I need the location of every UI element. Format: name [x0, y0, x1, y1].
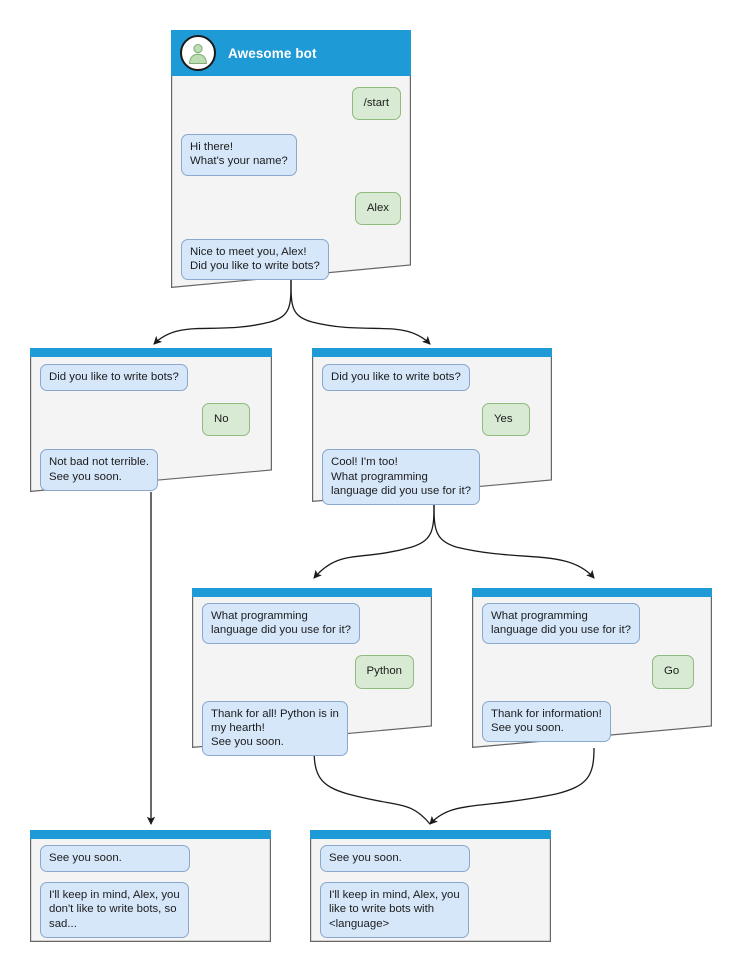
edge-go-to-end: [429, 747, 595, 825]
bot-message-bubble[interactable]: What programming language did you use fo…: [202, 603, 360, 645]
message-row: Go: [482, 655, 702, 689]
node-titlebar: [30, 348, 272, 357]
chat-node-root[interactable]: Awesome bot /start Hi there! What's your…: [171, 30, 411, 288]
message-row: See you soon.: [40, 845, 261, 873]
bot-message-bubble[interactable]: I'll keep in mind, Alex, you don't like …: [40, 882, 189, 938]
chat-body: What programming language did you use fo…: [192, 597, 432, 766]
bot-message-bubble[interactable]: Cool! I'm too! What programming language…: [322, 449, 480, 506]
user-message-bubble[interactable]: /start: [351, 87, 401, 121]
message-row: Alex: [181, 191, 401, 225]
message-row: I'll keep in mind, Alex, you don't like …: [40, 882, 261, 938]
user-message-bubble[interactable]: Alex: [354, 191, 401, 225]
chat-node-lang-python[interactable]: What programming language did you use fo…: [192, 588, 432, 757]
node-content: See you soon. I'll keep in mind, Alex, y…: [30, 830, 271, 948]
message-row: Nice to meet you, Alex! Did you like to …: [181, 238, 401, 281]
node-titlebar: Awesome bot: [171, 30, 411, 76]
bot-message-bubble[interactable]: Not bad not terrible. See you soon.: [40, 449, 159, 491]
bot-message-bubble[interactable]: Nice to meet you, Alex! Did you like to …: [181, 238, 329, 281]
node-content: Did you like to write bots? Yes Cool! I'…: [312, 348, 552, 515]
node-titlebar: [310, 830, 551, 839]
message-row: What programming language did you use fo…: [202, 603, 422, 645]
bot-message-bubble[interactable]: Did you like to write bots?: [40, 364, 188, 392]
user-message-bubble[interactable]: No: [202, 403, 250, 437]
node-content: What programming language did you use fo…: [472, 588, 712, 752]
bot-message-bubble[interactable]: See you soon.: [320, 845, 470, 873]
node-titlebar: [192, 588, 432, 597]
chat-node-end-no[interactable]: See you soon. I'll keep in mind, Alex, y…: [30, 830, 271, 942]
chat-node-end-yes[interactable]: See you soon. I'll keep in mind, Alex, y…: [310, 830, 551, 942]
node-content: Awesome bot /start Hi there! What's your…: [171, 30, 411, 290]
chat-node-answer-no[interactable]: Did you like to write bots? No Not bad n…: [30, 348, 272, 492]
chat-node-lang-go[interactable]: What programming language did you use fo…: [472, 588, 712, 748]
chat-body: See you soon. I'll keep in mind, Alex, y…: [30, 839, 271, 948]
bot-message-bubble[interactable]: I'll keep in mind, Alex, you like to wri…: [320, 882, 469, 938]
message-row: Not bad not terrible. See you soon.: [40, 449, 262, 491]
message-row: No: [40, 403, 262, 437]
message-row: I'll keep in mind, Alex, you like to wri…: [320, 882, 541, 938]
message-row: Thank for information! See you soon.: [482, 700, 702, 743]
message-row: Cool! I'm too! What programming language…: [322, 449, 542, 506]
bot-message-bubble[interactable]: What programming language did you use fo…: [482, 603, 640, 645]
chat-node-answer-yes[interactable]: Did you like to write bots? Yes Cool! I'…: [312, 348, 552, 506]
message-row: /start: [181, 87, 401, 121]
chat-body: /start Hi there! What's your name? Alex …: [171, 76, 411, 290]
chat-body: Did you like to write bots? No Not bad n…: [30, 357, 272, 501]
node-titlebar: [30, 830, 271, 839]
node-titlebar: [472, 588, 712, 597]
node-content: Did you like to write bots? No Not bad n…: [30, 348, 272, 501]
node-titlebar: [312, 348, 552, 357]
chat-body: What programming language did you use fo…: [472, 597, 712, 752]
message-row: Hi there! What's your name?: [181, 134, 401, 176]
person-avatar-icon: [180, 35, 216, 71]
user-message-bubble[interactable]: Yes: [482, 403, 530, 437]
message-row: Did you like to write bots?: [40, 364, 262, 392]
node-content: See you soon. I'll keep in mind, Alex, y…: [310, 830, 551, 948]
message-row: Did you like to write bots?: [322, 364, 542, 392]
message-row: Python: [202, 655, 422, 689]
bot-message-bubble[interactable]: Hi there! What's your name?: [181, 134, 297, 176]
chat-body: Did you like to write bots? Yes Cool! I'…: [312, 357, 552, 515]
bot-name-label: Awesome bot: [228, 45, 317, 61]
bot-message-bubble[interactable]: Did you like to write bots?: [322, 364, 470, 392]
user-message-bubble[interactable]: Go: [652, 655, 694, 689]
message-row: Thank for all! Python is in my hearth! S…: [202, 700, 422, 757]
bot-message-bubble[interactable]: Thank for all! Python is in my hearth! S…: [202, 700, 348, 757]
message-row: See you soon.: [320, 845, 541, 873]
chat-body: See you soon. I'll keep in mind, Alex, y…: [310, 839, 551, 948]
message-row: Yes: [322, 403, 542, 437]
bot-message-bubble[interactable]: See you soon.: [40, 845, 190, 873]
node-content: What programming language did you use fo…: [192, 588, 432, 766]
bot-message-bubble[interactable]: Thank for information! See you soon.: [482, 700, 611, 743]
user-message-bubble[interactable]: Python: [354, 655, 414, 689]
message-row: What programming language did you use fo…: [482, 603, 702, 645]
